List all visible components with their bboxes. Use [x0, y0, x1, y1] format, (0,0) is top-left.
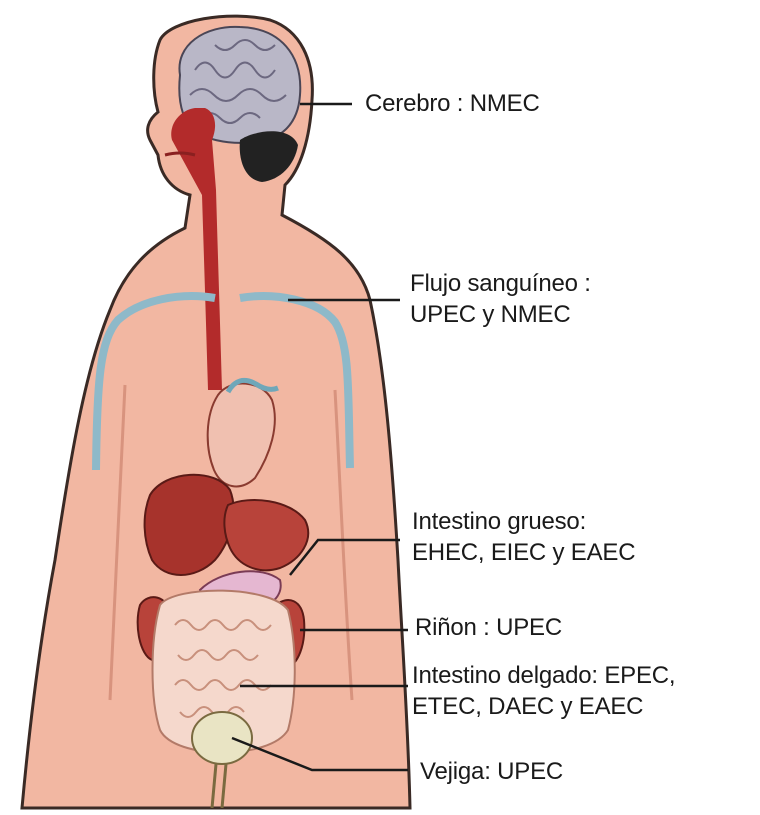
- label-rinon: Riñon : UPEC: [415, 612, 562, 643]
- label-grueso-line1: Intestino grueso:: [412, 506, 635, 537]
- label-flujo-line1: Flujo sanguíneo :: [410, 268, 591, 299]
- label-rinon-text: Riñon : UPEC: [415, 612, 562, 643]
- label-vejiga: Vejiga: UPEC: [420, 756, 563, 787]
- label-delgado-line2: ETEC, DAEC y EAEC: [412, 691, 675, 722]
- label-intestino-grueso: Intestino grueso: EHEC, EIEC y EAEC: [412, 506, 635, 568]
- label-cerebro-text: Cerebro : NMEC: [365, 88, 540, 119]
- bladder: [192, 712, 252, 764]
- label-vejiga-text: Vejiga: UPEC: [420, 756, 563, 787]
- label-grueso-line2: EHEC, EIEC y EAEC: [412, 537, 635, 568]
- label-delgado-line1: Intestino delgado: EPEC,: [412, 660, 675, 691]
- label-cerebro: Cerebro : NMEC: [365, 88, 540, 119]
- label-flujo-sanguineo: Flujo sanguíneo : UPEC y NMEC: [410, 268, 591, 330]
- label-flujo-line2: UPEC y NMEC: [410, 299, 591, 330]
- label-intestino-delgado: Intestino delgado: EPEC, ETEC, DAEC y EA…: [412, 660, 675, 722]
